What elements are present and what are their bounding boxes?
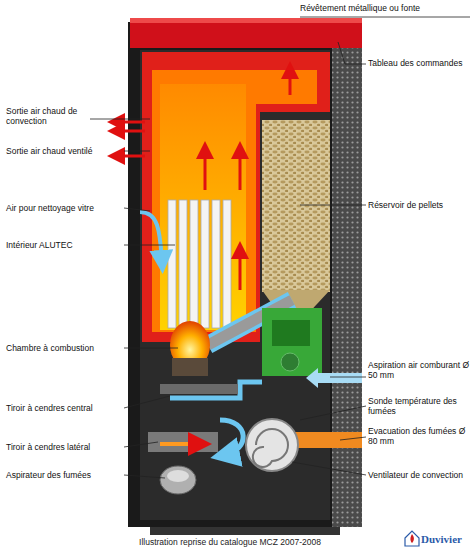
part-label: Chambre à combustion (6, 343, 122, 353)
part-label: Réservoir de pellets (368, 200, 472, 210)
part-label: Intérieur ALUTEC (6, 240, 122, 250)
part-label: Tiroir à cendres latéral (6, 442, 122, 452)
part-label: Révêtement métallique ou fonte (300, 3, 472, 13)
part-label: Tiroir à cendres central (6, 403, 122, 413)
part-label: Sortie air chaud de convection (6, 106, 86, 126)
part-label: Sortie air chaud ventilé (6, 146, 106, 156)
part-label: Sonde température des fumées (368, 396, 472, 416)
part-label: Aspiration air comburant Ø 50 mm (368, 360, 472, 380)
part-label: Ventilateur de convection (368, 470, 472, 480)
part-label: Air pour nettoyage vitre (6, 203, 122, 213)
part-label: Aspirateur des fumées (6, 470, 122, 480)
caption: Illustration reprise du catalogue MCZ 20… (80, 537, 380, 547)
part-label: Evacuation des fumées Ø 80 mm (368, 426, 472, 446)
watermark: Duvivier (421, 533, 471, 546)
part-label: Tableau des commandes (368, 58, 472, 68)
